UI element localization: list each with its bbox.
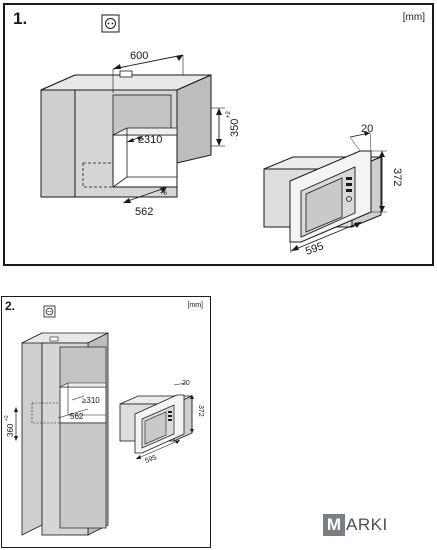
dim-label-depth: 562 (135, 206, 153, 218)
dim-appliance-depth-20: 20 (173, 380, 190, 387)
appliance (119, 394, 193, 454)
dim-height-350: 350 +2 (211, 107, 241, 147)
dim-appliance-height-372: 372 (190, 395, 204, 433)
dim-appliance-width-595: 595 (289, 221, 362, 258)
dim-label-appliance-width: 595 (304, 240, 325, 258)
logo-text: ARKI (346, 515, 388, 534)
dim-label-appliance-depth: 20 (182, 380, 190, 387)
tall-cabinet (21, 332, 109, 536)
dim-appliance-width-595: 595 (135, 439, 181, 465)
cabinet (40, 70, 212, 198)
socket-icon (43, 305, 56, 318)
installation-diagram-1: 600 350 +2 ≥310 562 +6 (40, 14, 403, 258)
unit-label: [mm] (402, 12, 425, 23)
installation-step-1: 1. [mm] (3, 3, 434, 266)
dim-label-appliance-height: 372 (391, 168, 403, 186)
brand-logo: M ARKI (323, 514, 388, 536)
dim-min-depth-310: ≥310 (126, 134, 162, 146)
dim-tol-height: +2 (4, 415, 10, 421)
dim-label-appliance-depth: 20 (361, 123, 373, 135)
dim-label-height: 360 (6, 423, 15, 437)
appliance (263, 150, 382, 243)
dim-min-depth-310: ≥310 (71, 395, 100, 405)
installation-diagram-2: 360 +2 ≥310 562 20 (4, 305, 204, 536)
socket-icon (101, 14, 120, 33)
step-number: 2. (5, 299, 16, 313)
dim-appliance-depth-20: 20 (349, 123, 373, 152)
dim-tol-depth: +6 (160, 191, 168, 197)
dim-label-min-depth: ≥310 (138, 134, 162, 146)
dim-label-width: 600 (130, 50, 148, 62)
logo-letter-m: M (323, 514, 345, 536)
dim-appliance-height-372: 372 (371, 150, 403, 213)
dim-tol-height: +2 (226, 110, 232, 118)
dim-depth-562: 562 +6 (123, 187, 168, 218)
dim-height-360: 360 +2 (4, 407, 18, 441)
dim-label-appliance-width: 595 (144, 454, 157, 465)
step-number: 1. (13, 9, 28, 28)
dim-width-600: 600 (112, 50, 184, 93)
dim-label-min-depth: ≥310 (82, 396, 100, 405)
dim-depth-562: 562 (57, 408, 89, 421)
unit-label: [mm] (187, 302, 203, 309)
dim-label-appliance-height: 372 (197, 405, 204, 417)
dim-label-height: 350 (229, 119, 241, 137)
installation-step-2: 2. [mm] (1, 296, 211, 548)
dim-label-depth: 562 (70, 412, 84, 421)
